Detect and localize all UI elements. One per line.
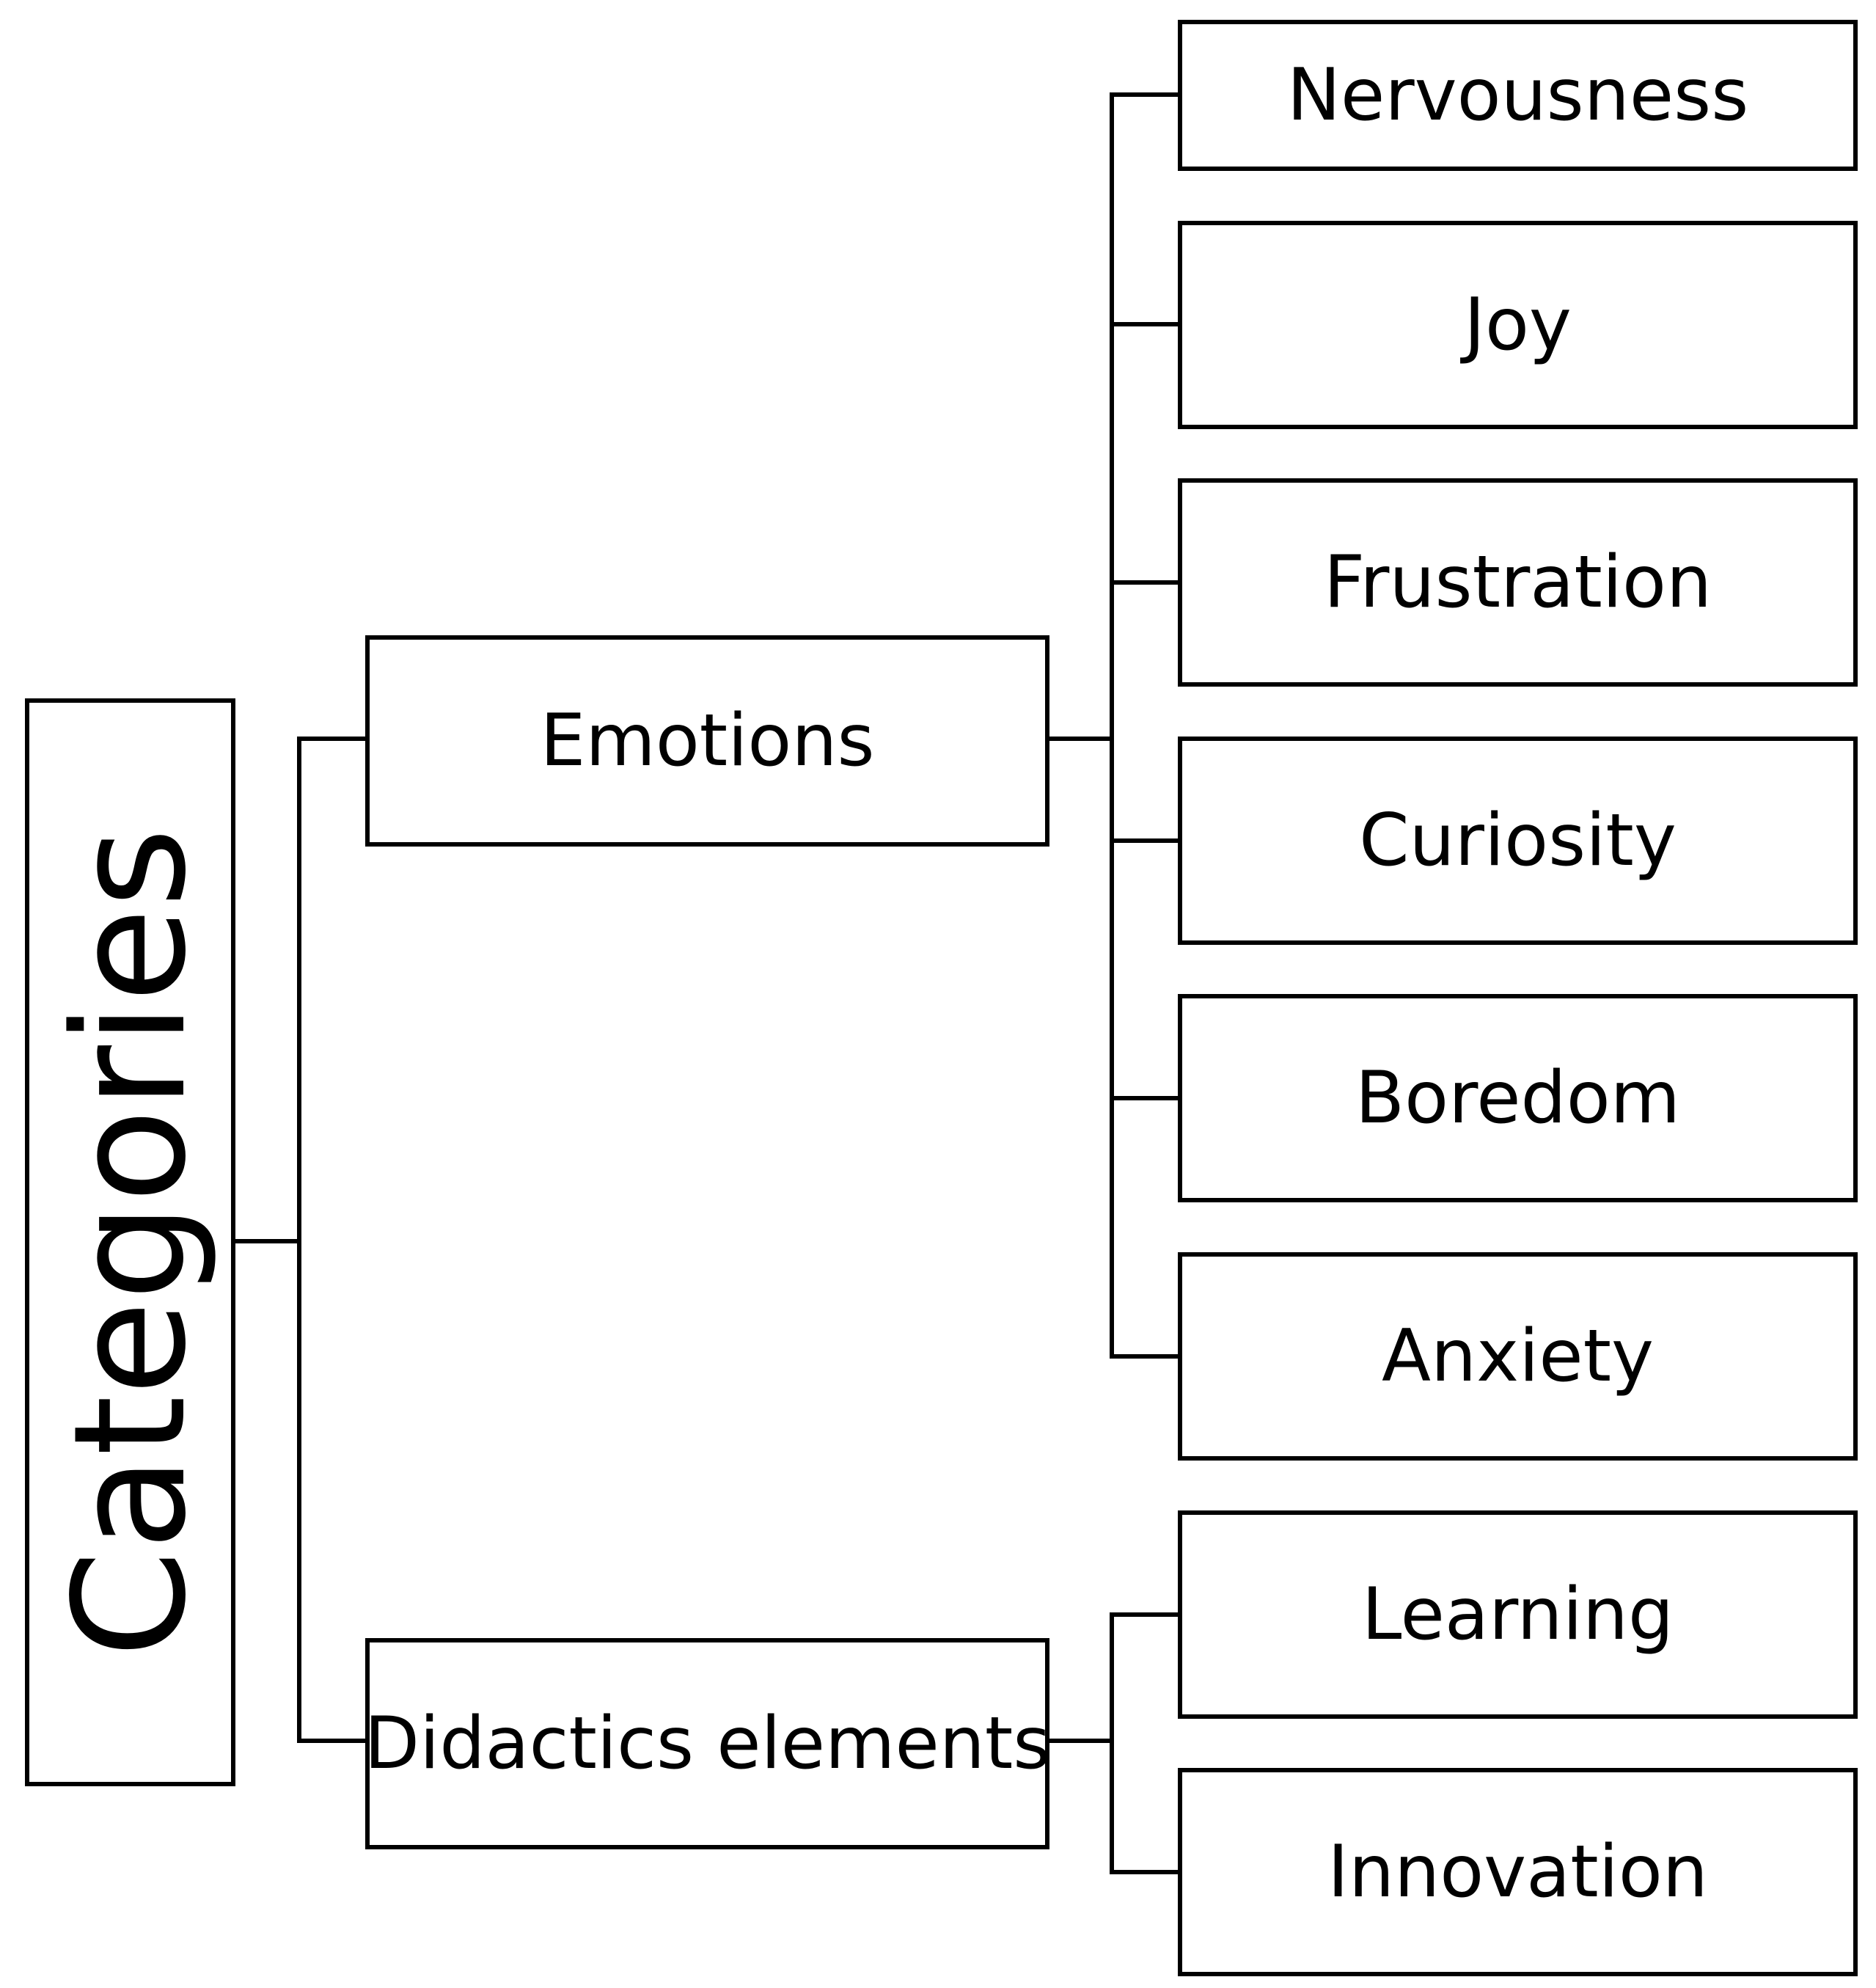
leaf-label-joy: Joy	[1464, 283, 1572, 367]
group-label-emotions: Emotions	[540, 699, 875, 783]
leaf-box-nervousness: Nervousness	[1178, 20, 1858, 171]
root-box-categories: Categories	[25, 698, 235, 1786]
leaf-box-joy: Joy	[1178, 221, 1858, 429]
leaf-label-innovation: Innovation	[1327, 1830, 1708, 1914]
leaf-box-curiosity: Curiosity	[1178, 737, 1858, 945]
leaf-box-boredom: Boredom	[1178, 994, 1858, 1202]
group-box-didactics-elements: Didactics elements	[364, 1638, 1051, 1849]
root-label: Categories	[40, 827, 220, 1658]
group-box-emotions: Emotions	[365, 635, 1049, 847]
leaf-box-anxiety: Anxiety	[1178, 1252, 1858, 1461]
leaf-label-frustration: Frustration	[1323, 541, 1712, 624]
leaf-box-innovation: Innovation	[1178, 1768, 1858, 1976]
leaf-label-nervousness: Nervousness	[1286, 54, 1749, 137]
group-label-didactics-elements: Didactics elements	[364, 1702, 1051, 1786]
leaf-box-learning: Learning	[1178, 1510, 1858, 1719]
leaf-label-curiosity: Curiosity	[1359, 799, 1677, 882]
leaf-label-boredom: Boredom	[1355, 1056, 1681, 1140]
leaf-label-anxiety: Anxiety	[1381, 1315, 1655, 1398]
leaf-box-frustration: Frustration	[1178, 478, 1858, 687]
leaf-label-learning: Learning	[1361, 1573, 1674, 1656]
